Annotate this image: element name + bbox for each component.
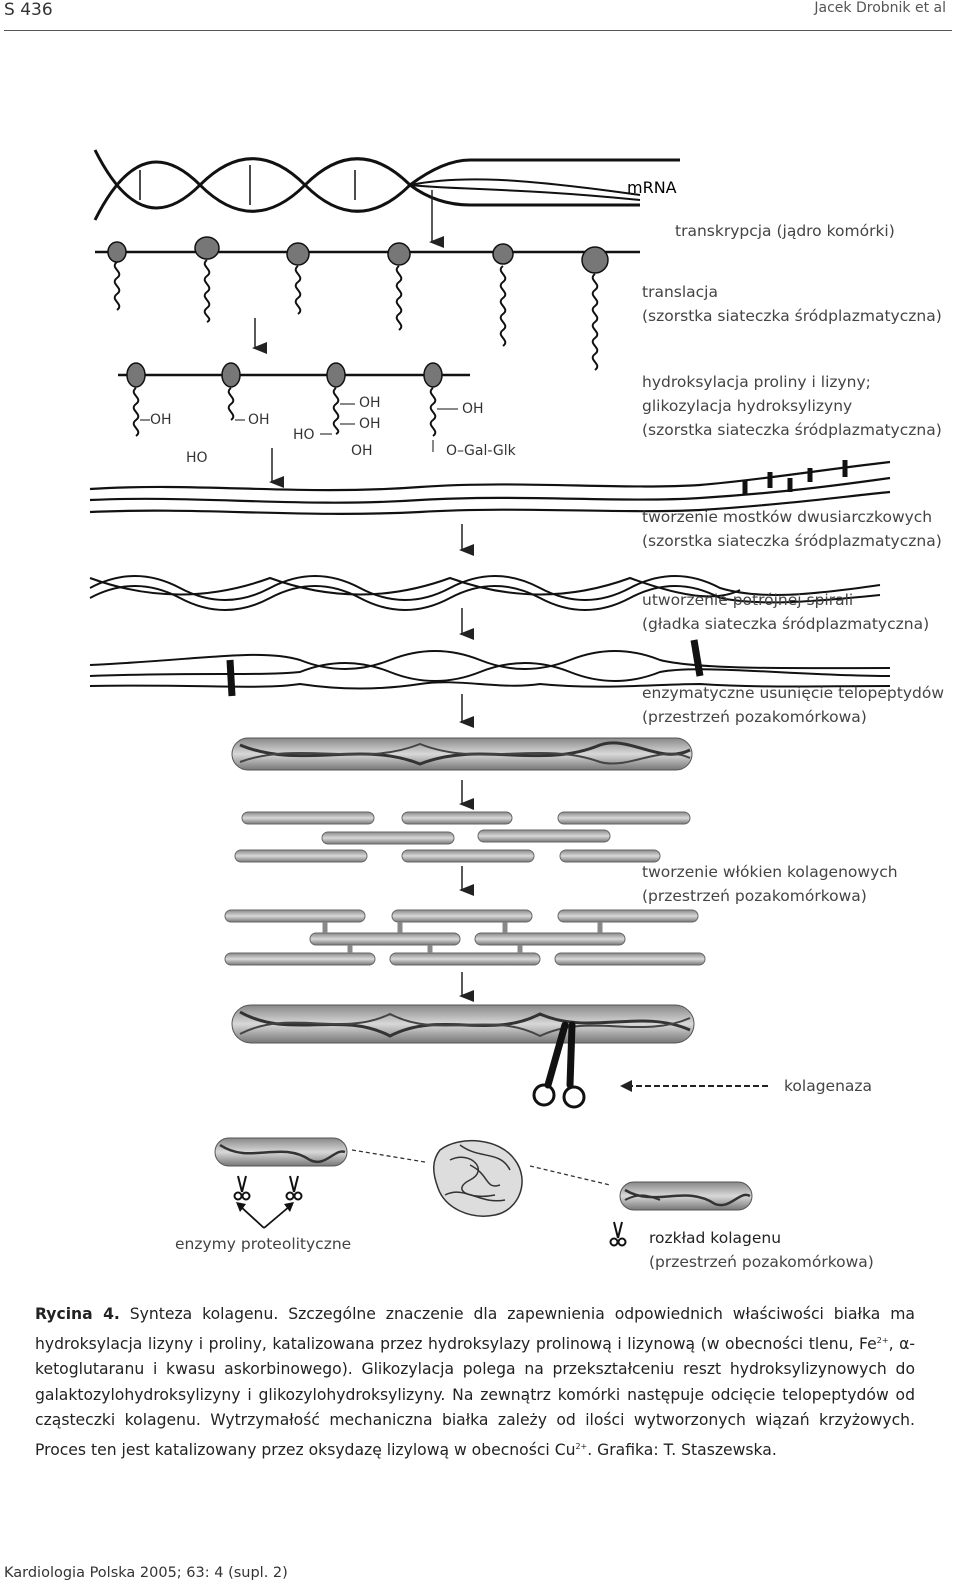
disulfide-bridges bbox=[89, 460, 891, 515]
chem-oh-1: OH bbox=[150, 412, 172, 428]
hydroxylation-chains bbox=[118, 362, 470, 452]
collagen-molecule bbox=[231, 737, 693, 771]
chem-oh-6: OH bbox=[462, 401, 484, 417]
step-transcription-label: transkrypcja (jądro komórki) bbox=[675, 222, 895, 240]
scissors-icon bbox=[532, 1021, 586, 1109]
step-triple-helix-label: utworzenie potrójnej spirali bbox=[642, 591, 854, 609]
caption-text-1: Szczególne znaczenie dla zapewnienia odp… bbox=[35, 1305, 915, 1353]
page-number: S 436 bbox=[4, 0, 53, 20]
step-fibrils-location: (przestrzeń pozakomórkowa) bbox=[642, 887, 867, 905]
caption-figure-number: Rycina 4. bbox=[35, 1305, 120, 1323]
chem-oh-3: OH bbox=[359, 395, 381, 411]
step-glycosylation-label: glikozylacja hydroksylizyny bbox=[642, 397, 853, 415]
step-translation-location: (szorstka siateczka śródplazmatyczna) bbox=[642, 307, 942, 325]
collagen-fibre bbox=[231, 1004, 695, 1044]
chem-oh-5: OH bbox=[351, 443, 373, 459]
step-transcription: transkrypcja (jądro komórki) bbox=[675, 219, 895, 243]
step-translation: translacja (szorstka siateczka śródplazm… bbox=[642, 280, 942, 328]
protein-structure-icon bbox=[433, 1139, 523, 1217]
chem-oh-4: OH bbox=[359, 416, 381, 432]
degradation-location: (przestrzeń pozakomórkowa) bbox=[649, 1253, 874, 1271]
collagenase-label: kolagenaza bbox=[784, 1077, 873, 1095]
step-triple-helix-location: (gładka siateczka śródplazmatyczna) bbox=[642, 615, 930, 633]
degradation-label: rozkład kolagenu (przestrzeń pozakomórko… bbox=[649, 1226, 874, 1274]
step-translation-label: translacja bbox=[642, 283, 718, 301]
translation-ribosomes bbox=[95, 236, 640, 371]
step-hydroxylation-location: (szorstka siateczka śródplazmatyczna) bbox=[642, 421, 942, 439]
telopeptide-helix bbox=[89, 639, 891, 697]
journal-citation: Kardiologia Polska 2005; 63: 4 (supl. 2) bbox=[4, 1565, 288, 1581]
mrna-label: mRNA bbox=[627, 178, 677, 197]
step-fibrils: tworzenie włókien kolagenowych (przestrz… bbox=[642, 860, 898, 908]
caption-sup-1: 2+ bbox=[876, 1335, 889, 1345]
step-fibrils-label: tworzenie włókien kolagenowych bbox=[642, 863, 898, 881]
dna-helix bbox=[93, 149, 680, 221]
step-telopeptides-label: enzymatyczne usunięcie telopeptydów bbox=[642, 684, 945, 702]
microfibrils bbox=[234, 811, 691, 863]
crosslinked-fibrils bbox=[224, 909, 706, 966]
proteolytic-enzymes-label: enzymy proteolityczne bbox=[175, 1235, 352, 1253]
step-disulfide: tworzenie mostków dwusiarczkowych (szors… bbox=[642, 505, 942, 553]
step-hydroxylation: hydroksylacja proliny i lizyny; glikozyl… bbox=[642, 370, 942, 442]
step-triple-helix: utworzenie potrójnej spirali (gładka sia… bbox=[642, 588, 929, 636]
figure-caption: Rycina 4. Synteza kolagenu. Szczególne z… bbox=[35, 1302, 915, 1463]
step-disulfide-label: tworzenie mostków dwusiarczkowych bbox=[642, 508, 933, 526]
degradation-title: rozkład kolagenu bbox=[649, 1229, 782, 1247]
step-hydroxylation-label: hydroksylacja proliny i lizyny; bbox=[642, 373, 871, 391]
chem-ogal: O–Gal-Glk bbox=[446, 443, 516, 459]
collagen-synthesis-figure bbox=[89, 149, 891, 1247]
chem-ho-2: HO bbox=[293, 427, 315, 443]
step-disulfide-location: (szorstka siateczka śródplazmatyczna) bbox=[642, 532, 942, 550]
caption-title: Synteza kolagenu. bbox=[129, 1305, 279, 1323]
caption-text-3: . Grafika: T. Staszewska. bbox=[587, 1440, 777, 1459]
step-telopeptides: enzymatyczne usunięcie telopeptydów (prz… bbox=[642, 681, 944, 729]
chem-oh-2: OH bbox=[248, 412, 270, 428]
running-authors: Jacek Drobnik et al bbox=[814, 0, 946, 16]
triple-helix bbox=[89, 575, 881, 611]
header-rule bbox=[4, 30, 952, 31]
chem-ho-1: HO bbox=[186, 450, 208, 466]
collagen-fragments bbox=[214, 1137, 753, 1211]
step-telopeptides-location: (przestrzeń pozakomórkowa) bbox=[642, 708, 867, 726]
small-scissors-icon bbox=[233, 1175, 627, 1247]
caption-sup-2: 2+ bbox=[575, 1441, 588, 1451]
caption-text-2: , α-ketoglutaranu i kwasu askorbinowego)… bbox=[35, 1334, 916, 1459]
